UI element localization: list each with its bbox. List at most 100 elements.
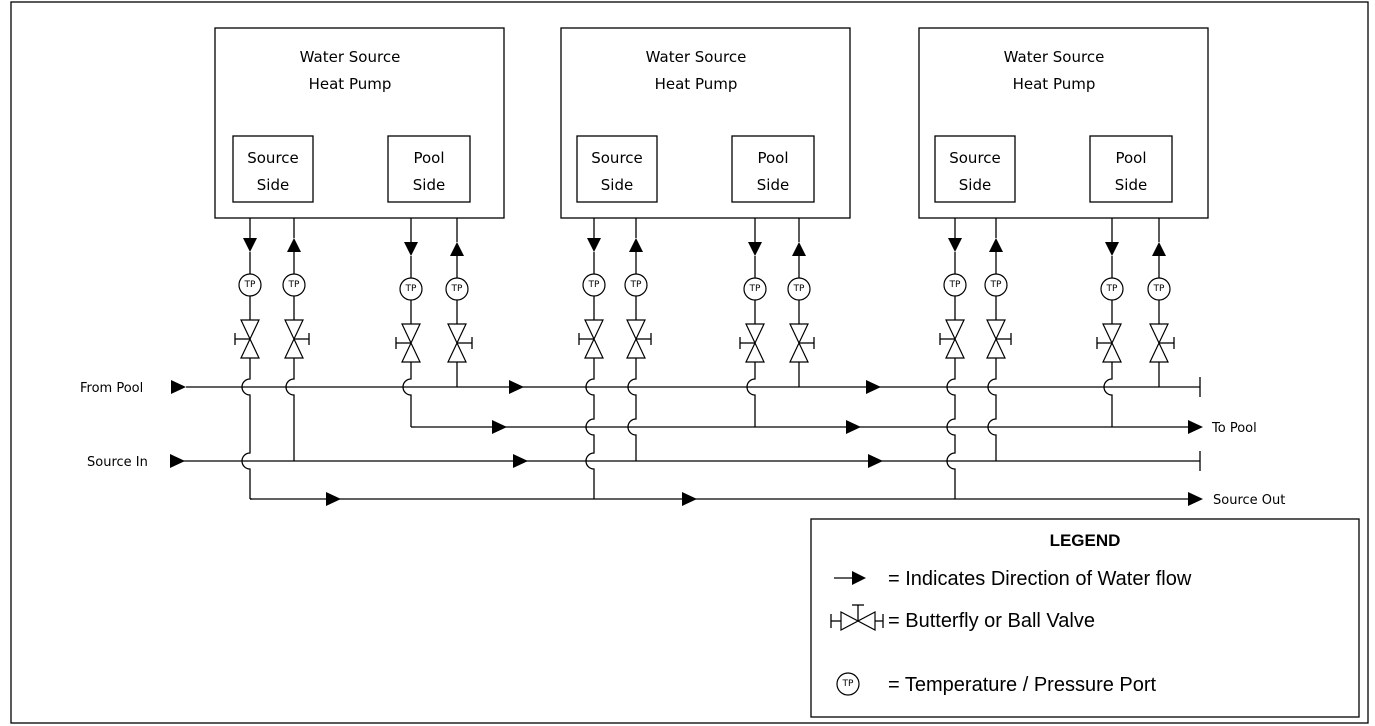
legend-box (810, 518, 1360, 718)
source-side-label-line2: Side (959, 176, 991, 194)
valve-icon (945, 337, 965, 359)
source-out-arrow (1188, 492, 1203, 506)
valve-icon (447, 341, 467, 363)
legend-flow-text: = Indicates Direction of Water flow (888, 568, 1192, 590)
valve-icon (447, 323, 467, 345)
branch-pipe (987, 358, 997, 461)
flow-arrow (513, 454, 528, 468)
flow-arrow (866, 380, 881, 394)
branch-pipe (402, 362, 412, 427)
flow-arrow-up (629, 238, 643, 252)
valve-icon (986, 319, 1006, 341)
flow-arrow-down (243, 238, 257, 252)
flow-arrow-down (1105, 242, 1119, 256)
pool-side-label-line1: Pool (413, 149, 444, 167)
tp-port-label: TP (630, 280, 642, 290)
tp-port-label: TP (451, 284, 463, 294)
flow-arrow-up (287, 238, 301, 252)
source-side-label-line1: Source (949, 149, 1001, 167)
valve-icon (1149, 323, 1169, 345)
flow-arrow-up (1152, 242, 1166, 256)
source-out-label: Source Out (1213, 493, 1285, 508)
valve-icon (1149, 341, 1169, 363)
legend-port-text: = Temperature / Pressure Port (888, 674, 1157, 696)
valve-icon (1102, 341, 1122, 363)
header-flow-arrows (170, 380, 1203, 506)
source-side-box (232, 135, 314, 203)
valve-icon (745, 341, 765, 363)
heat-pump-title-line2: Heat Pump (655, 75, 738, 93)
legend: LEGEND = Indicates Direction of Water fl… (810, 518, 1360, 718)
valve-icon (745, 323, 765, 345)
to-pool-label: To Pool (1211, 421, 1257, 436)
tp-port-label: TP (288, 280, 300, 290)
source-side-label-line2: Side (257, 176, 289, 194)
heat-pump-title-line1: Water Source (300, 48, 401, 66)
tp-port-label: TP (1153, 284, 1165, 294)
flow-arrow-down (948, 238, 962, 252)
pool-side-box (387, 135, 471, 203)
valve-icon (284, 337, 304, 359)
legend-title: LEGEND (1050, 531, 1121, 550)
flow-arrow (509, 380, 524, 394)
source-side-label-line2: Side (1115, 176, 1147, 194)
flow-arrow-down (587, 238, 601, 252)
valve-icon (240, 319, 260, 341)
flow-arrow-up (989, 238, 1003, 252)
heat-pump-3: Water Source Heat Pump Source Side Pool … (918, 27, 1209, 219)
flow-arrow-down (404, 242, 418, 256)
flow-arrow-up (450, 242, 464, 256)
valve-icon (584, 319, 604, 341)
heat-pump-title-line1: Water Source (646, 48, 747, 66)
legend-port-symbol: TP (842, 679, 854, 689)
tp-port-icon: TP (836, 672, 860, 696)
valve-icon (986, 337, 1006, 359)
source-in-arrow (170, 454, 185, 468)
valve-icon (626, 319, 646, 341)
branch-connections: TP TP TP TP TP TP TP TP TP TP TP TP (234, 218, 1175, 500)
valve-icon (626, 337, 646, 359)
valve-icon (945, 319, 965, 341)
source-side-label-line1: Source (247, 149, 299, 167)
pool-side-label-line2: Side (757, 176, 789, 194)
heat-pump-1: Water Source Heat Pump Source Side Pool … (214, 27, 505, 219)
from-pool-label: From Pool (80, 381, 143, 396)
flow-arrow (682, 492, 697, 506)
tp-port-label: TP (588, 280, 600, 290)
flow-arrow (868, 454, 883, 468)
valve-icon (1102, 323, 1122, 345)
tp-port-label: TP (749, 284, 761, 294)
flow-arrow-down (748, 242, 762, 256)
tp-port-label: TP (405, 284, 417, 294)
pool-side-label-line1: Pool (757, 149, 788, 167)
tp-port-label: TP (949, 280, 961, 290)
header-pipes (183, 377, 1201, 500)
tp-port-label: TP (793, 284, 805, 294)
source-side-label-line2: Side (601, 176, 633, 194)
branch-pipe (1103, 362, 1113, 427)
valve-icon (584, 337, 604, 359)
legend-valve-text: = Butterfly or Ball Valve (888, 610, 1095, 632)
heat-pump-2: Water Source Heat Pump Source Side Pool … (560, 27, 851, 219)
tp-port-label: TP (1106, 284, 1118, 294)
flow-arrow (846, 420, 861, 434)
to-pool-arrow (1188, 420, 1203, 434)
flow-arrow (492, 420, 507, 434)
source-side-box (576, 135, 658, 203)
valve-icon (240, 337, 260, 359)
valve-icon (789, 323, 809, 345)
tp-port-label: TP (244, 280, 256, 290)
source-side-box (934, 135, 1016, 203)
pool-side-label-line2: Side (413, 176, 445, 194)
valve-icon (284, 319, 304, 341)
tp-port-label: TP (990, 280, 1002, 290)
source-side-label-line1: Source (591, 149, 643, 167)
branch-pipe (285, 358, 295, 461)
valve-icon (830, 604, 884, 631)
diagram-frame (10, 1, 1369, 724)
valve-icon (789, 341, 809, 363)
heat-pump-title-line2: Heat Pump (1013, 75, 1096, 93)
flow-arrow-up (792, 242, 806, 256)
branch-pipe (946, 358, 956, 499)
